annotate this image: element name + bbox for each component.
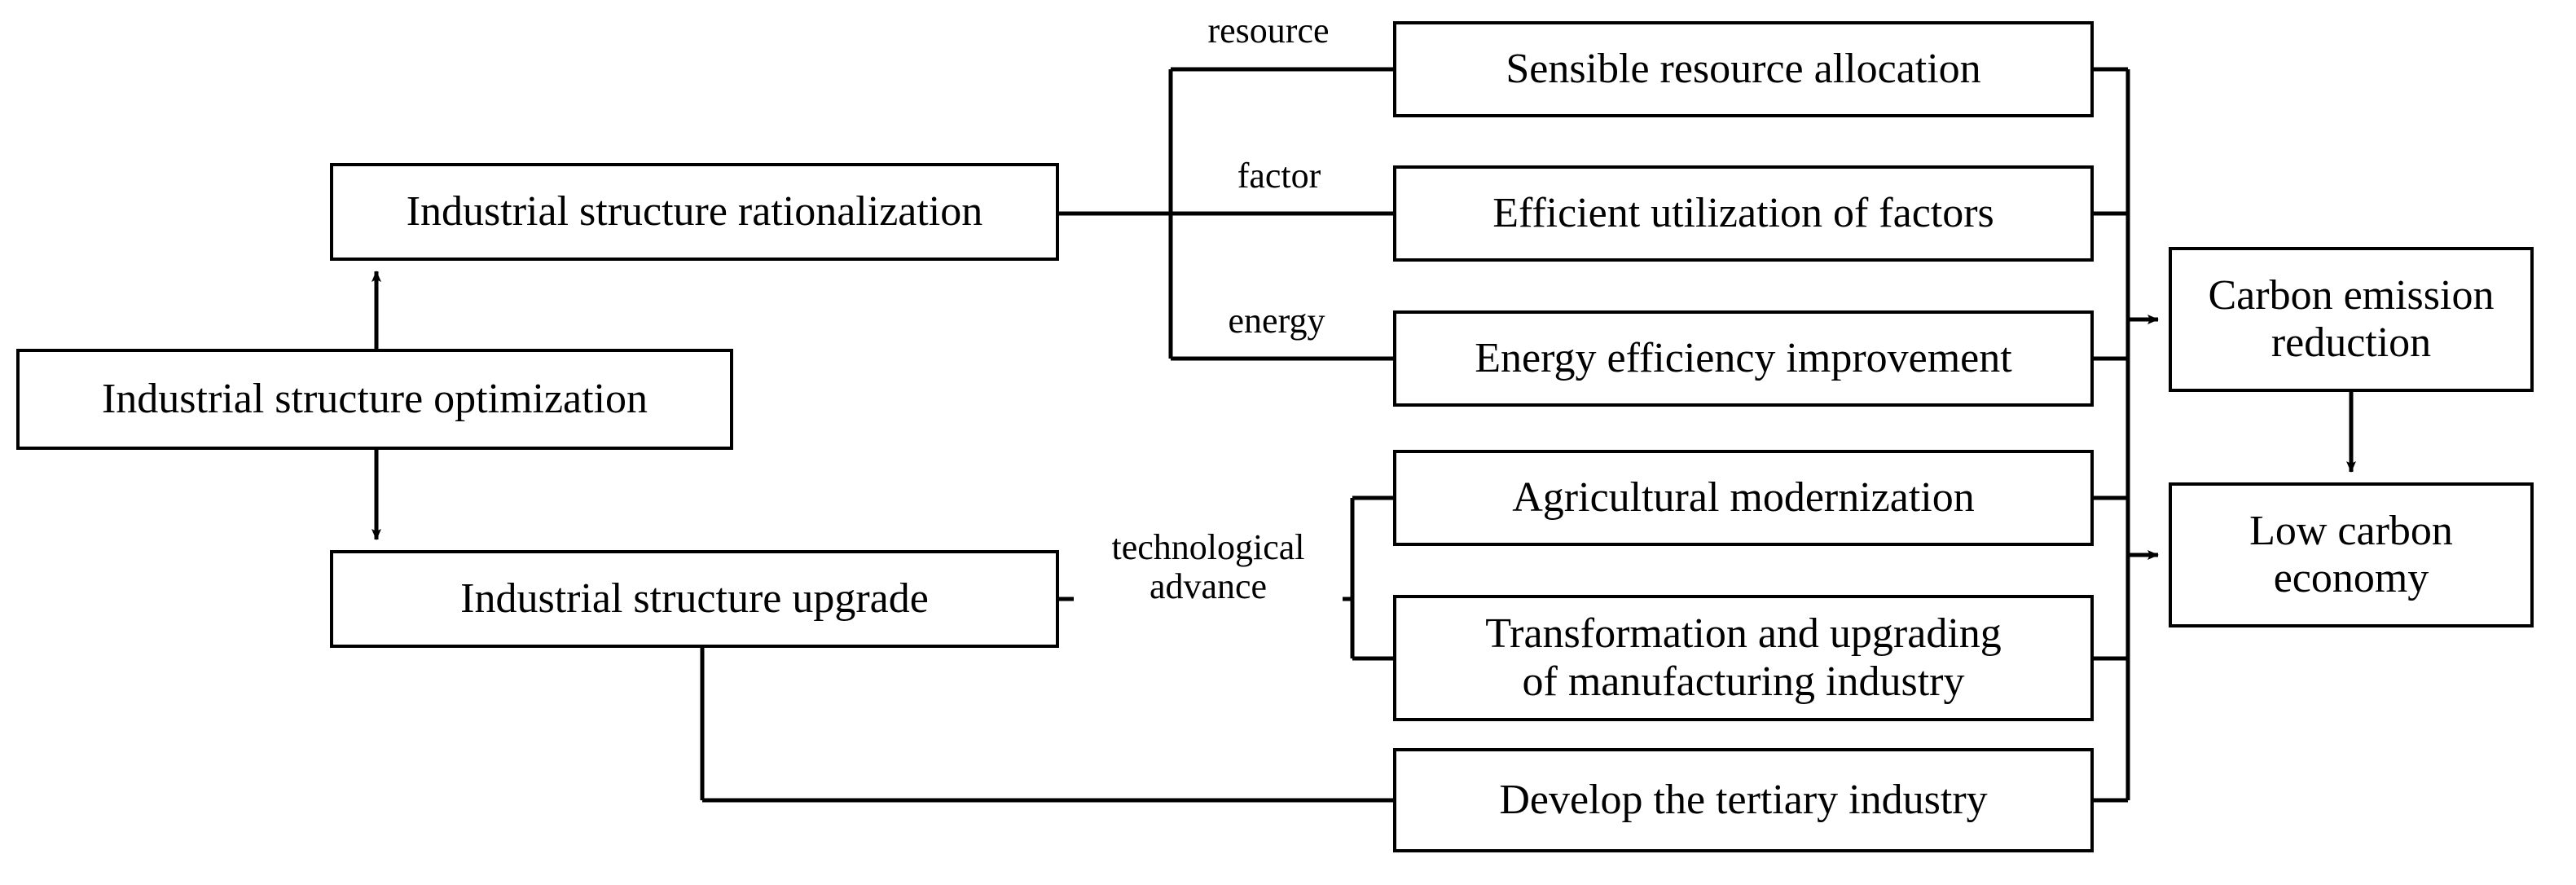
node-label-rationalization: Industrial structure rationalization <box>406 187 983 235</box>
node-carbon-emission-reduction[interactable]: Carbon emission reduction <box>2169 247 2534 392</box>
node-label-efficient-factors: Efficient utilization of factors <box>1492 189 1994 236</box>
edge-label-energy: energy <box>1204 301 1349 341</box>
node-efficient-utilization-of-factors[interactable]: Efficient utilization of factors <box>1393 165 2094 262</box>
node-industrial-structure-upgrade[interactable]: Industrial structure upgrade <box>330 550 1059 648</box>
node-develop-tertiary-industry[interactable]: Develop the tertiary industry <box>1393 748 2094 852</box>
node-manufacturing-transformation[interactable]: Transformation and upgrading of manufact… <box>1393 595 2094 721</box>
node-energy-efficiency-improvement[interactable]: Energy efficiency improvement <box>1393 310 2094 407</box>
node-label-tertiary-industry: Develop the tertiary industry <box>1499 776 1988 823</box>
node-sensible-resource-allocation[interactable]: Sensible resource allocation <box>1393 21 2094 117</box>
node-label-agricultural-modernization: Agricultural modernization <box>1512 473 1975 521</box>
node-low-carbon-economy[interactable]: Low carbon economy <box>2169 482 2534 627</box>
node-label-energy-efficiency: Energy efficiency improvement <box>1475 334 2012 381</box>
node-industrial-structure-rationalization[interactable]: Industrial structure rationalization <box>330 163 1059 261</box>
node-label-sensible-resource: Sensible resource allocation <box>1506 45 1981 92</box>
edge-label-factor: factor <box>1214 156 1344 196</box>
node-label-upgrade: Industrial structure upgrade <box>460 575 929 622</box>
node-label-low-carbon-economy: Low carbon economy <box>2249 507 2453 601</box>
node-label-manufacturing-transformation: Transformation and upgrading of manufact… <box>1485 610 2002 705</box>
node-label-carbon-reduction: Carbon emission reduction <box>2208 271 2495 366</box>
node-industrial-structure-optimization[interactable]: Industrial structure optimization <box>16 349 733 450</box>
edge-label-technological-advance: technological advance <box>1074 527 1343 607</box>
node-agricultural-modernization[interactable]: Agricultural modernization <box>1393 450 2094 546</box>
edge-label-resource: resource <box>1183 11 1354 51</box>
node-label-optimization: Industrial structure optimization <box>101 375 648 422</box>
